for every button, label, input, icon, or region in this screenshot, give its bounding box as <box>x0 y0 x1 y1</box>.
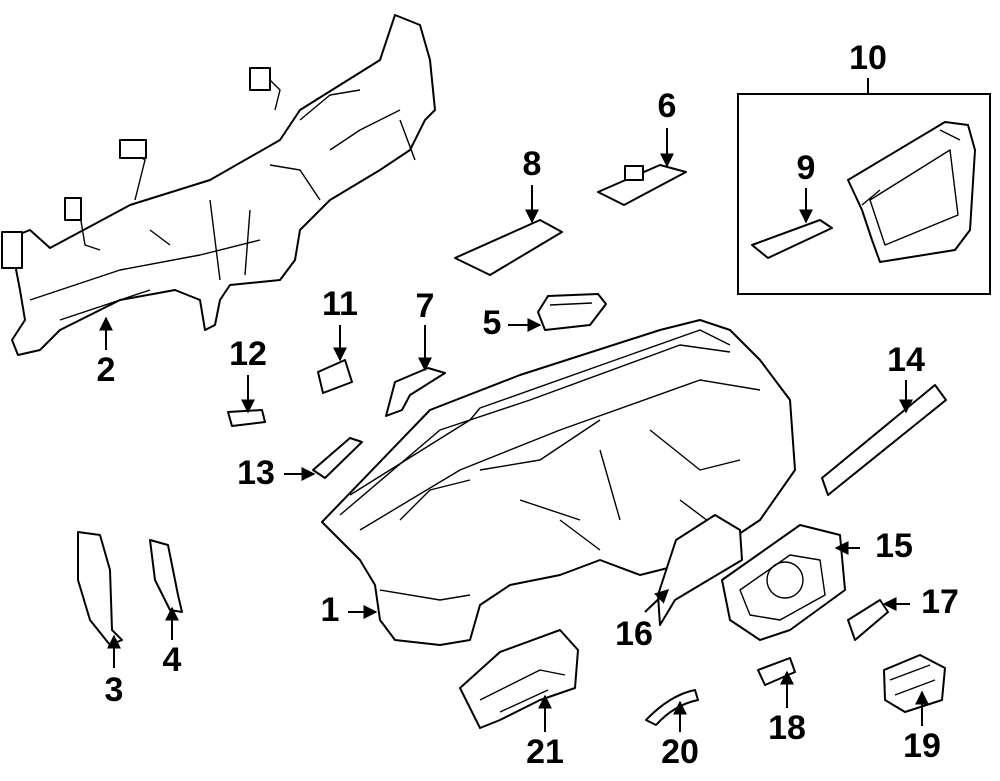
glove-box-door-part[interactable] <box>751 219 833 259</box>
callout-5: 5 <box>483 304 502 342</box>
vent-part-17[interactable] <box>847 599 889 641</box>
callout-labels: 1 2 3 4 5 6 7 8 9 10 11 12 13 14 15 16 1… <box>97 39 959 771</box>
callout-21: 21 <box>526 733 564 771</box>
switch-part-11[interactable] <box>317 359 353 394</box>
callout-11: 11 <box>322 285 358 323</box>
callout-4: 4 <box>163 641 182 679</box>
callout-18: 18 <box>768 709 806 747</box>
clip-part-12[interactable] <box>227 409 266 427</box>
callout-19: 19 <box>903 727 941 765</box>
switch-part-18[interactable] <box>757 657 796 686</box>
cross-car-beam-part[interactable] <box>1 14 436 356</box>
callout-12: 12 <box>229 335 267 373</box>
part-group-box <box>737 93 991 295</box>
leader-arrows <box>99 78 929 732</box>
callout-6: 6 <box>658 87 677 125</box>
bracket-part-6[interactable] <box>597 164 687 206</box>
support-bracket-part-16[interactable] <box>657 514 743 626</box>
callout-16: 16 <box>615 615 653 653</box>
instrument-panel-part-1[interactable] <box>321 319 796 646</box>
storage-bin-part-5[interactable] <box>537 293 607 331</box>
callout-10: 10 <box>849 39 887 77</box>
trim-strip-part-14[interactable] <box>821 384 947 496</box>
callout-15: 15 <box>875 527 913 565</box>
center-bezel-part-15[interactable] <box>721 524 846 641</box>
side-trim-part-4[interactable] <box>149 539 183 613</box>
callout-20: 20 <box>661 733 699 771</box>
callout-2: 2 <box>97 351 116 389</box>
callout-8: 8 <box>523 145 542 183</box>
lower-panel-part-21[interactable] <box>459 629 579 729</box>
callout-13: 13 <box>237 454 275 492</box>
callout-17: 17 <box>921 583 959 621</box>
end-cap-part-13[interactable] <box>312 437 363 479</box>
module-part-19[interactable] <box>883 654 946 713</box>
callout-14: 14 <box>887 341 925 379</box>
side-trim-part-3[interactable] <box>77 531 123 646</box>
panel-cover-part-8[interactable] <box>454 219 563 276</box>
callout-9: 9 <box>797 149 816 187</box>
callout-1: 1 <box>321 591 340 629</box>
callout-3: 3 <box>105 671 124 709</box>
callout-7: 7 <box>416 287 435 325</box>
glove-box-assembly-part[interactable] <box>847 121 976 263</box>
trim-arc-part-20[interactable] <box>645 689 699 726</box>
